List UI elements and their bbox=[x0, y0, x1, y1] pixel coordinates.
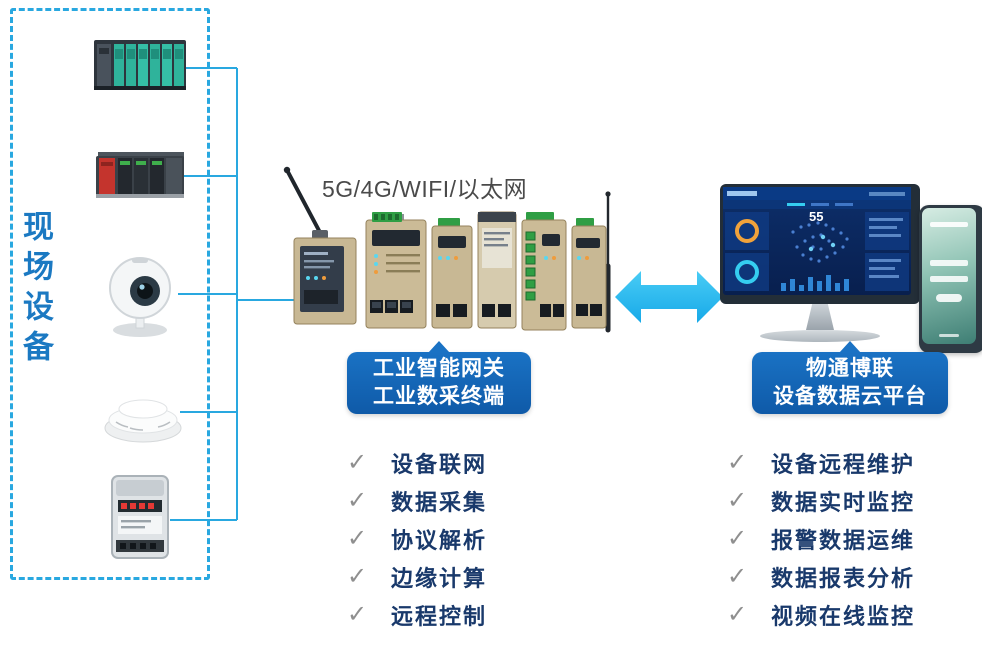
dashboard-screen: 55 bbox=[723, 187, 911, 295]
dashboard-left-panels bbox=[725, 212, 769, 291]
feature-label: 设备远程维护 bbox=[771, 451, 916, 477]
monitor-stand-base bbox=[760, 330, 880, 342]
phone-field-line bbox=[930, 276, 968, 282]
gateway-device-tall bbox=[477, 211, 517, 329]
feature-item: ✓ 报警数据运维 bbox=[727, 525, 915, 553]
check-icon: ✓ bbox=[727, 525, 748, 552]
connectivity-label: 5G/4G/WIFI/以太网 bbox=[322, 176, 528, 202]
monitor-stand-neck bbox=[806, 304, 834, 330]
gateway-title-line1: 工业智能网关 bbox=[373, 356, 505, 380]
cloud-title-line2: 设备数据云平台 bbox=[773, 385, 927, 408]
check-icon: ✓ bbox=[727, 601, 748, 628]
feature-item: ✓ 设备远程维护 bbox=[727, 449, 915, 477]
gateway-device-edge bbox=[571, 218, 607, 329]
phone-home-indicator bbox=[939, 334, 959, 337]
cloud-feature-list: ✓ 设备远程维护 ✓ 数据实时监控 ✓ 报警数据运维 ✓ 数据报表分析 ✓ 视频… bbox=[727, 449, 915, 629]
feature-label: 报警数据运维 bbox=[771, 527, 916, 553]
gateway-device-io bbox=[521, 212, 567, 331]
check-icon: ✓ bbox=[347, 525, 368, 552]
feature-item: ✓ 数据报表分析 bbox=[727, 563, 915, 591]
monitor-frame: 55 bbox=[720, 184, 920, 304]
gateway-device-slim bbox=[431, 218, 473, 329]
phone-button bbox=[936, 294, 962, 302]
feature-label: 数据报表分析 bbox=[771, 565, 916, 591]
gateway-antenna-right bbox=[605, 191, 611, 333]
gateway-antenna-left bbox=[283, 166, 326, 242]
ip-camera-icon bbox=[109, 257, 171, 337]
feature-label: 边缘计算 bbox=[391, 565, 488, 591]
sync-arrow-icon bbox=[615, 271, 723, 323]
china-map-dots bbox=[791, 221, 849, 263]
feature-item: ✓ 设备联网 bbox=[347, 449, 487, 477]
field-devices-label: 现场设备 bbox=[18, 210, 53, 370]
cloud-title-line1: 物通博联 bbox=[806, 356, 894, 380]
phone-screen bbox=[922, 208, 976, 344]
dashboard-stat-value: 55 bbox=[809, 209, 823, 224]
feature-label: 远程控制 bbox=[391, 603, 488, 629]
gateway-device-dtu bbox=[293, 230, 357, 325]
cloud-phone bbox=[919, 205, 982, 353]
check-icon: ✓ bbox=[347, 563, 368, 590]
check-icon: ✓ bbox=[727, 449, 748, 476]
feature-item: ✓ 远程控制 bbox=[347, 601, 487, 629]
feature-label: 数据采集 bbox=[391, 489, 488, 515]
check-icon: ✓ bbox=[347, 449, 368, 476]
energy-meter-icon bbox=[111, 475, 169, 559]
gateway-cluster bbox=[283, 166, 611, 333]
cloud-monitor: 55 bbox=[720, 184, 920, 348]
feature-label: 协议解析 bbox=[391, 527, 488, 553]
dashboard-bar-chart bbox=[781, 275, 849, 291]
check-icon: ✓ bbox=[727, 487, 748, 514]
gateway-device-router bbox=[365, 212, 427, 329]
feature-item: ✓ 数据采集 bbox=[347, 487, 487, 515]
plc-rack-2-icon bbox=[96, 152, 184, 198]
gateway-title-line2: 工业数采终端 bbox=[373, 385, 505, 408]
gateway-bubble: 工业智能网关 工业数采终端 bbox=[347, 352, 531, 414]
check-icon: ✓ bbox=[347, 601, 368, 628]
plc-rack-icon bbox=[94, 40, 186, 90]
feature-item: ✓ 数据实时监控 bbox=[727, 487, 915, 515]
check-icon: ✓ bbox=[727, 563, 748, 590]
dashboard-right-panels bbox=[865, 212, 909, 291]
smoke-detector-icon bbox=[104, 399, 182, 443]
phone-field-line bbox=[930, 260, 968, 266]
check-icon: ✓ bbox=[347, 487, 368, 514]
phone-title-line bbox=[930, 222, 968, 227]
feature-item: ✓ 视频在线监控 bbox=[727, 601, 915, 629]
feature-item: ✓ 协议解析 bbox=[347, 525, 487, 553]
feature-item: ✓ 边缘计算 bbox=[347, 563, 487, 591]
field-devices-panel bbox=[10, 8, 210, 580]
cloud-bubble: 物通博联 设备数据云平台 bbox=[752, 352, 948, 414]
feature-label: 设备联网 bbox=[391, 451, 488, 477]
feature-label: 数据实时监控 bbox=[771, 489, 916, 515]
feature-label: 视频在线监控 bbox=[771, 603, 916, 629]
gateway-feature-list: ✓ 设备联网 ✓ 数据采集 ✓ 协议解析 ✓ 边缘计算 ✓ 远程控制 bbox=[347, 449, 487, 629]
